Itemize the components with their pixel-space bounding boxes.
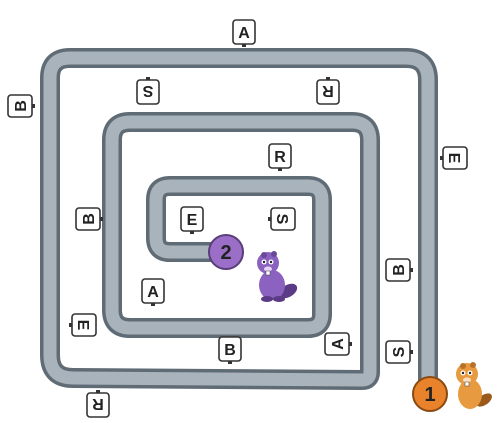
letter-sign: B xyxy=(219,337,241,364)
letter-sign: S xyxy=(268,208,295,230)
sign-letter: R xyxy=(322,82,334,99)
start-marker: 1 xyxy=(413,377,447,411)
letter-sign: B xyxy=(8,95,35,117)
sign-letter: B xyxy=(224,342,236,359)
spiral-track xyxy=(50,58,428,385)
purple-beaver-icon xyxy=(257,251,300,302)
letter-sign: R xyxy=(269,144,291,171)
start-number: 1 xyxy=(424,384,435,406)
letter-sign: S xyxy=(137,77,159,104)
sign-letter: B xyxy=(81,213,98,225)
letter-sign: R xyxy=(317,77,339,104)
letter-sign: R xyxy=(87,390,109,417)
sign-letter: A xyxy=(330,338,347,350)
sign-letter: E xyxy=(74,320,91,331)
letter-sign: A xyxy=(325,333,352,355)
finish-marker: 2 xyxy=(209,235,243,269)
sign-letter: S xyxy=(273,214,290,225)
letter-sign: A xyxy=(233,20,255,47)
letter-signs: A B S R E R B E S B A E B A S R xyxy=(8,20,467,417)
sign-letter: E xyxy=(187,212,198,229)
sign-letter: R xyxy=(274,149,286,166)
orange-beaver-icon xyxy=(456,362,494,409)
sign-letter: A xyxy=(238,25,250,42)
sign-letter: S xyxy=(391,346,408,357)
letter-sign: E xyxy=(181,207,203,234)
letter-sign: A xyxy=(142,279,164,306)
letter-sign: E xyxy=(69,314,96,336)
sign-letter: A xyxy=(147,284,159,301)
finish-number: 2 xyxy=(220,242,231,264)
sign-letter: B xyxy=(13,100,30,112)
letter-sign: B xyxy=(386,259,413,281)
letter-sign: E xyxy=(440,147,467,169)
sign-letter: B xyxy=(391,264,408,276)
sign-letter: E xyxy=(445,153,462,164)
letter-sign: S xyxy=(386,341,413,363)
sign-letter: S xyxy=(142,82,153,99)
sign-letter: R xyxy=(92,395,104,412)
letter-sign: B xyxy=(76,208,103,230)
